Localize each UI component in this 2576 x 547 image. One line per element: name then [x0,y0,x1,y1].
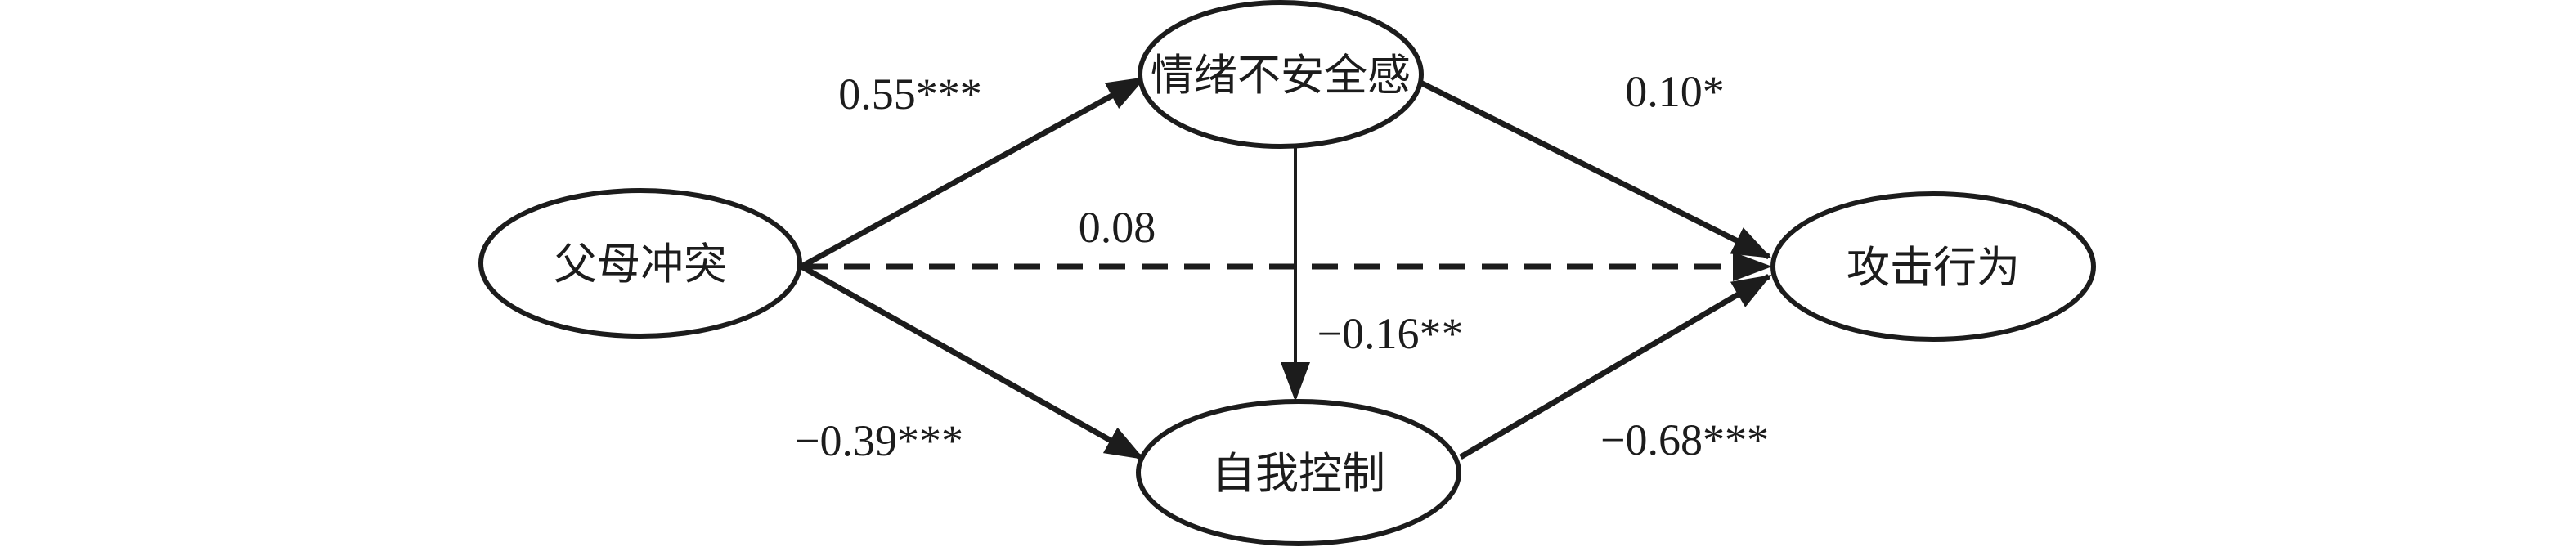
node-parental-conflict-label: 父母冲突 [554,241,727,289]
coefficient-ei-to-sc: −0.16** [1317,309,1464,358]
coefficient-pc-to-sc: −0.39*** [795,416,963,465]
edge-self-control-to-aggressive-behavior [1459,273,1772,460]
node-self-control [1136,399,1461,546]
edge-emotional-insecurity-to-aggressive-behavior [1416,78,1772,260]
coefficient-sc-to-ab: −0.68*** [1600,415,1769,464]
coefficient-ei-to-ab: 0.10* [1625,67,1725,116]
node-parental-conflict [478,188,802,339]
node-emotional-insecurity-label: 情绪不安全感 [1151,52,1411,100]
node-emotional-insecurity [1138,0,1424,149]
node-aggressive-behavior-label: 攻击行为 [1847,244,2020,292]
coefficient-pc-to-ei: 0.55*** [838,69,982,119]
edge-parental-conflict-to-emotional-insecurity [800,75,1147,270]
node-self-control-label: 自我控制 [1212,451,1385,498]
node-aggressive-behavior [1770,191,2096,342]
coefficient-pc-to-ab: 0.08 [1079,203,1156,252]
edge-parental-conflict-to-self-control [800,263,1145,461]
